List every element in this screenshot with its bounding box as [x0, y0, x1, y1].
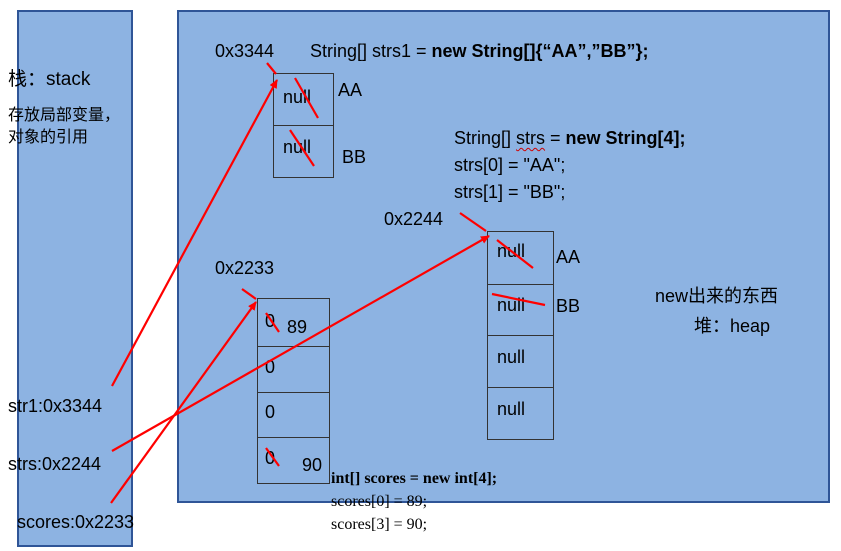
- stack-description-line1: 存放局部变量，: [8, 107, 121, 124]
- strs-value-bb: BB: [556, 296, 581, 316]
- scores-address: 0x2233: [215, 258, 275, 278]
- scores-code-line3: scores[3] = 90;: [331, 516, 428, 533]
- strs-code-line2: strs[0] = "AA";: [454, 155, 566, 175]
- strs1-cell-1-null: null: [283, 137, 312, 157]
- scores-cell-0-value: 0: [265, 311, 276, 331]
- scores-cell-3-value: 0: [265, 448, 276, 468]
- scores-value-89: 89: [287, 317, 308, 337]
- strs1-code: String[] strs1 = new String[]{“AA”,”BB”}…: [310, 42, 649, 60]
- strs-cell-2-null: null: [497, 347, 526, 367]
- strs1-code-part-b: new String[]{“AA”,”BB”};: [431, 41, 649, 61]
- strs-code-part-c: =: [545, 128, 566, 148]
- heap-label-line2: 堆：heap: [694, 316, 771, 336]
- strs1-address: 0x3344: [215, 41, 275, 61]
- scores-cell-2-value: 0: [265, 402, 276, 422]
- strs-code-line3: strs[1] = "BB";: [454, 182, 566, 202]
- strs1-cell-0-null: null: [283, 87, 312, 107]
- heap-label-line1: new出来的东西: [655, 286, 779, 306]
- stack-ref-str1: str1:0x3344: [8, 396, 103, 416]
- stack-ref-scores: scores:0x2233: [17, 512, 135, 532]
- strs-value-aa: AA: [556, 247, 581, 267]
- stack-ref-strs: strs:0x2244: [8, 454, 102, 474]
- scores-code-line1: int[] scores = new int[4];: [331, 470, 498, 487]
- strs1-value-aa: AA: [338, 80, 363, 100]
- strs-cell-0-null: null: [497, 241, 526, 261]
- strs-address: 0x2244: [384, 209, 444, 229]
- strs-code-line1: String[] strs = new String[4];: [454, 129, 686, 147]
- scores-code-line2: scores[0] = 89;: [331, 493, 428, 510]
- strs-code-part-b: strs: [516, 128, 546, 148]
- strs-cell-3-null: null: [497, 399, 526, 419]
- strs1-value-bb: BB: [342, 147, 367, 167]
- strs-cell-1-null: null: [497, 295, 526, 315]
- stack-title: 栈：stack: [8, 69, 91, 90]
- scores-value-90: 90: [302, 455, 323, 475]
- strs-code-part-a: String[]: [454, 128, 517, 148]
- scores-cell-1-value: 0: [265, 357, 276, 377]
- strs-code-part-d: new String[4];: [565, 128, 686, 148]
- strs1-code-part-a: String[] strs1 =: [310, 41, 432, 61]
- stack-description-line2: 对象的引用: [8, 129, 89, 146]
